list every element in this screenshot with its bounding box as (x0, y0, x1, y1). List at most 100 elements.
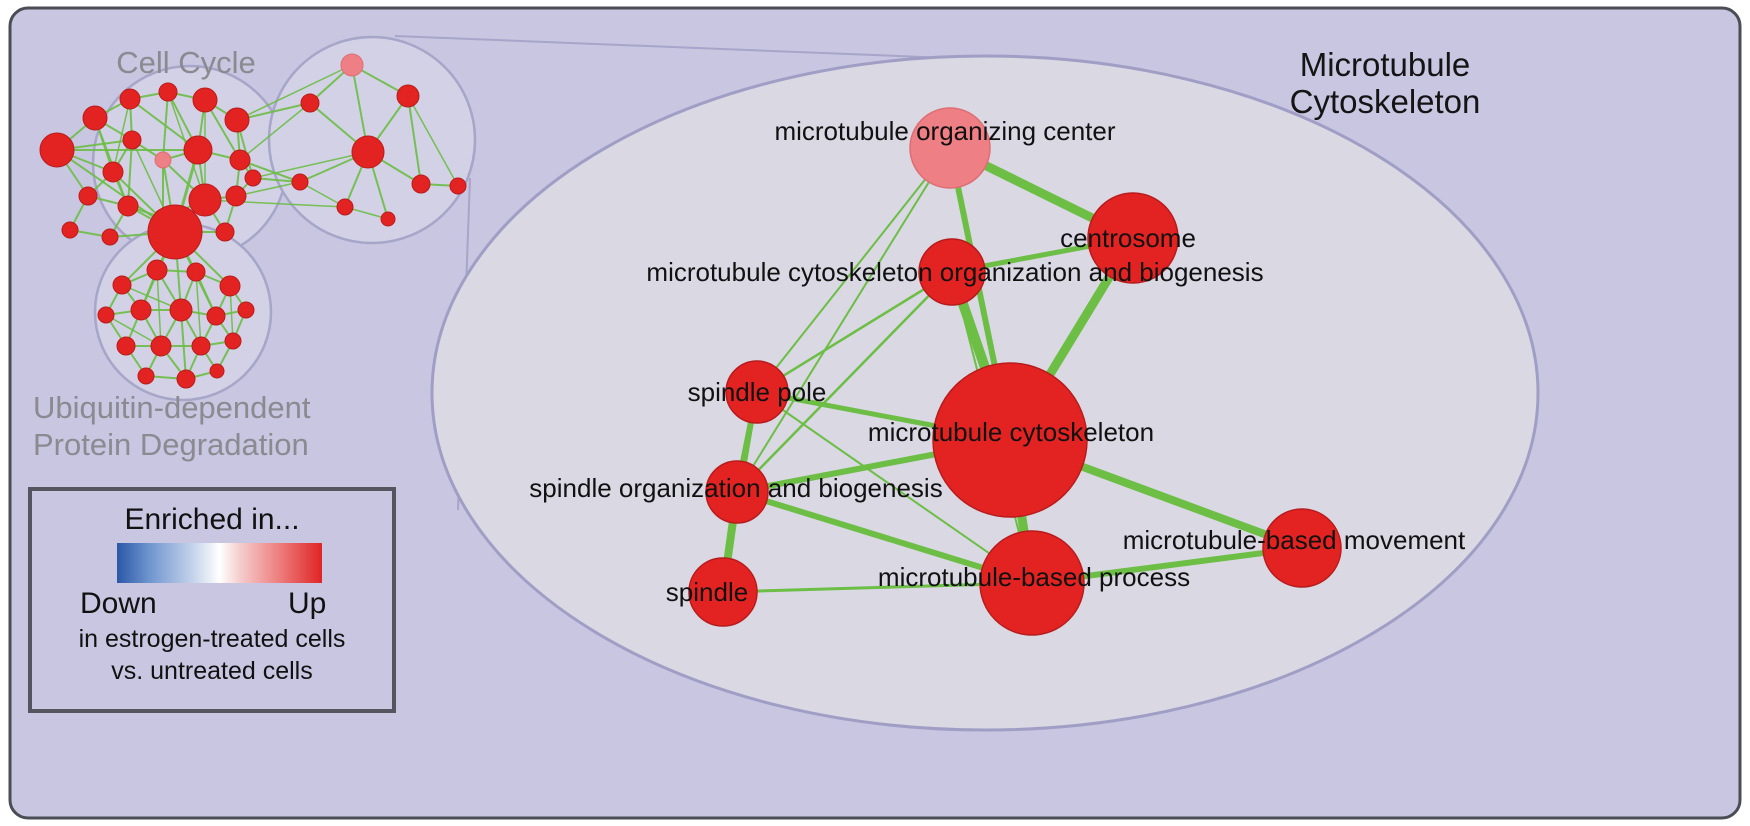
mini-edge (239, 159, 301, 183)
mini-node (176, 369, 196, 389)
mini-node (449, 177, 467, 195)
mini-node (209, 363, 225, 379)
detail-node-labels: microtubule organizing center centrosome m… (529, 116, 1466, 607)
mini-edge (299, 181, 346, 208)
cell-cycle-label: Cell Cycle (116, 45, 256, 80)
mini-node (229, 149, 251, 171)
node-spindle (688, 557, 758, 627)
mini-node (225, 185, 247, 207)
edge-moc-spindle_org (736, 147, 951, 493)
mini-node (206, 306, 226, 326)
mini-node (188, 183, 222, 217)
edge-moc-spindle_pole (756, 147, 951, 393)
mini-node (61, 221, 79, 239)
mini-node (237, 301, 255, 319)
ubiquitin-label-line2: Protein Degradation (33, 427, 309, 462)
node-label-mbm: microtubule-based movement (1123, 525, 1466, 555)
node-label-spindle: spindle (666, 577, 748, 607)
mini-node (137, 367, 155, 385)
mini-node (215, 222, 235, 242)
detail-network-nodes (688, 107, 1342, 636)
mini-node (183, 135, 213, 165)
microtubule-cytoskeleton-label-line1: Microtubule (1300, 46, 1471, 83)
node-label-mt_cyto: microtubule cytoskeleton (868, 417, 1154, 447)
node-label-moc: microtubule organizing center (774, 116, 1115, 146)
legend-title: Enriched in... (124, 503, 300, 536)
mini-node (147, 204, 203, 260)
node-mco (918, 238, 986, 306)
mini-node (117, 195, 139, 217)
node-label-mco: microtubule cytoskeleton organization an… (646, 257, 1263, 287)
mini-edge (407, 95, 459, 187)
node-label-spindle_pole: spindle pole (688, 377, 827, 407)
mini-edge (105, 314, 162, 347)
mini-edge (162, 91, 169, 161)
mini-node (396, 84, 420, 108)
node-centrosome (1087, 192, 1179, 284)
edge-spindle_pole-mbp (756, 391, 1033, 584)
node-spindle_org (705, 460, 769, 524)
legend: Enriched in... Down Up in estrogen-treat… (28, 487, 396, 713)
mini-edge (236, 64, 353, 121)
mini-edge (127, 139, 133, 207)
mini-edge (407, 95, 422, 185)
mini-node (119, 88, 141, 110)
mini-node (336, 198, 354, 216)
node-label-mbp: microtubule-based process (878, 562, 1190, 592)
node-label-centrosome: centrosome (1060, 223, 1196, 253)
legend-down-label: Down (80, 587, 157, 620)
mini-node (224, 107, 250, 133)
ubiquitin-label-line1: Ubiquitin-dependent (33, 390, 311, 425)
node-mt_cyto (932, 362, 1088, 518)
mini-edge (112, 98, 131, 173)
mini-edge (235, 181, 301, 197)
mini-node (380, 211, 396, 227)
mini-node (130, 299, 152, 321)
legend-caption-line1: in estrogen-treated cells (78, 625, 346, 653)
mini-edge (239, 102, 311, 161)
mini-node (112, 275, 132, 295)
mini-node (122, 130, 142, 150)
mini-node (244, 169, 262, 187)
legend-up-label: Up (288, 587, 327, 620)
static-labels: Cell Cycle Ubiquitin-dependent Protein D… (33, 45, 1480, 462)
mini-node (340, 53, 364, 77)
mini-edge (252, 151, 369, 179)
mini-node (78, 186, 98, 206)
mini-node (116, 336, 136, 356)
node-mbp (979, 530, 1085, 636)
microtubule-cytoskeleton-label-line2: Cytoskeleton (1290, 83, 1481, 120)
mini-node (224, 332, 242, 350)
node-spindle_pole (725, 360, 789, 424)
mini-node (291, 173, 309, 191)
mini-node (39, 132, 75, 168)
mini-node (82, 105, 108, 131)
mini-node (192, 87, 218, 113)
mini-node (411, 174, 431, 194)
mini-node (101, 228, 119, 246)
mini-node (169, 298, 193, 322)
legend-caption-line2: vs. untreated cells (111, 657, 313, 685)
mini-edge (180, 309, 187, 380)
edge-mco-spindle_org (736, 271, 953, 493)
legend-gradient-bar (117, 543, 322, 583)
mini-node (191, 336, 211, 356)
mini-node (146, 259, 168, 281)
mini-node (102, 161, 124, 183)
node-mbm (1262, 508, 1342, 588)
mini-node (186, 262, 206, 282)
mini-node (219, 275, 241, 297)
mini-edge (156, 269, 162, 347)
node-moc (909, 107, 991, 189)
mini-node (351, 135, 385, 169)
mini-node (154, 151, 172, 169)
mini-node (97, 306, 115, 324)
node-label-spindle_org: spindle organization and biogenesis (529, 473, 942, 503)
mini-network-nodes (39, 53, 467, 389)
edge-mco-spindle_pole (756, 270, 953, 394)
mini-edge (195, 271, 202, 347)
mini-node (150, 335, 172, 357)
mini-node (158, 82, 178, 102)
